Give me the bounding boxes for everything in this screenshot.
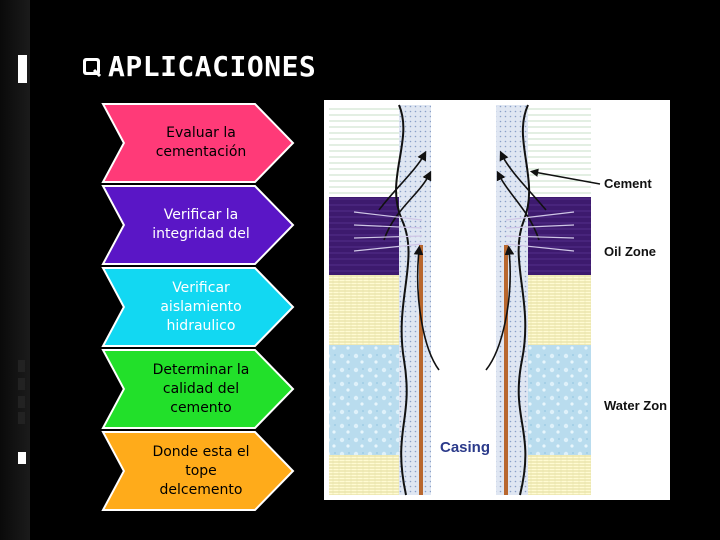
arrow-item: Donde esta el tope delcemento <box>103 432 293 510</box>
well-diagram-figure: Cement Oil Zone Water Zon Casing <box>324 100 670 500</box>
arrow-item: Verificar aislamiento hidraulico <box>103 268 293 346</box>
wellbore <box>431 105 496 495</box>
well-diagram: Cement Oil Zone Water Zon Casing <box>324 100 670 500</box>
water-zone-label: Water Zon <box>604 398 667 413</box>
arrow-label: Verificar la integridad del <box>142 206 260 244</box>
cement-label: Cement <box>604 176 652 191</box>
arrow-item: Determinar la calidad del cemento <box>103 350 293 428</box>
casing-left <box>419 245 423 495</box>
arrow-item: Evaluar la cementación <box>103 104 293 182</box>
arrow-label: Verificar aislamiento hidraulico <box>142 279 260 336</box>
casing-right <box>504 245 508 495</box>
arrow-label: Evaluar la cementación <box>142 124 260 162</box>
arrow-label: Donde esta el tope delcemento <box>142 443 260 500</box>
arrow-item: Verificar la integridad del <box>103 186 293 264</box>
arrow-label: Determinar la calidad del cemento <box>142 361 260 418</box>
oil-zone-label: Oil Zone <box>604 244 656 259</box>
casing-label: Casing <box>440 439 490 456</box>
